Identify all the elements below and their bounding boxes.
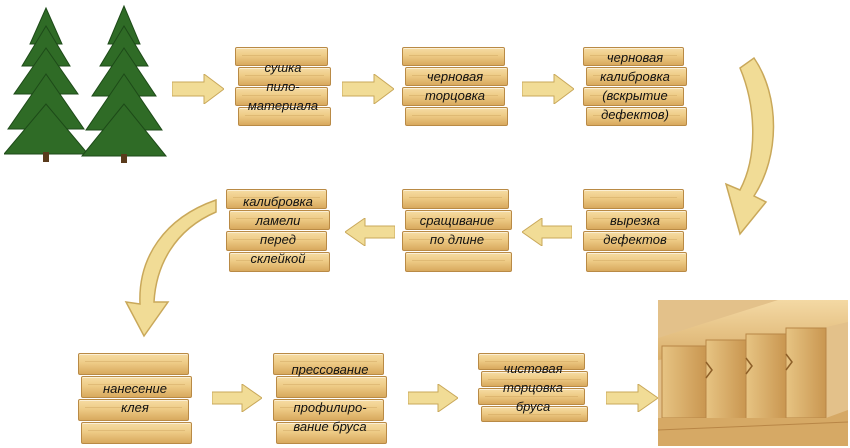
wood-plank: [405, 210, 512, 230]
wood-plank: [235, 87, 328, 106]
wood-plank: [229, 252, 330, 272]
wood-plank: [235, 47, 328, 66]
step-label-line: прессование: [291, 362, 369, 377]
wood-plank: [273, 353, 384, 375]
wood-plank: [402, 47, 505, 66]
wood-plank: [238, 67, 331, 86]
wood-plank: [481, 370, 588, 387]
arrow-right-2: [342, 74, 394, 104]
step-label-line: по длине: [429, 232, 485, 247]
step-label-line: склейкой: [250, 251, 306, 266]
step-label-line: ламели: [255, 213, 301, 228]
step-rough-trimming: черновая торцовка: [402, 46, 508, 126]
wood-plank: [81, 376, 192, 398]
glued-timber-photo: [658, 300, 848, 446]
step-label: черновая торцовка: [402, 67, 508, 105]
step-label: вырезка дефектов: [583, 211, 687, 249]
step-label: сушка пило-материала: [235, 58, 331, 115]
wood-plank: [586, 67, 687, 86]
curved-arrow-down-right: [724, 56, 775, 236]
step-label-line: вырезка: [609, 213, 661, 228]
wood-plank: [78, 353, 189, 375]
step-label: прессование профилиро-вание бруса: [273, 360, 387, 436]
wood-plank: [402, 231, 509, 251]
step-label: сращивание по длине: [402, 211, 512, 249]
wood-plank: [481, 405, 588, 422]
wood-plank: [405, 107, 508, 126]
step-label-line: клея: [121, 400, 149, 415]
wood-plank: [478, 388, 585, 405]
step-label-line: материала: [247, 97, 319, 113]
step-label-line: нанесение: [103, 381, 167, 396]
wood-plank: [583, 189, 684, 209]
step-length-splicing: сращивание по длине: [402, 188, 512, 272]
wood-plank: [276, 422, 387, 444]
step-rough-calibration: черновая калибровка (вскрытие дефектов): [583, 46, 687, 126]
wood-plank: [276, 376, 387, 398]
wood-plank: [273, 399, 384, 421]
spruce-trees-icon: [4, 4, 168, 163]
wood-plank: [586, 107, 687, 126]
step-label: калибровка ламели перед склейкой: [226, 192, 330, 268]
wood-plank: [583, 231, 684, 251]
wood-plank: [586, 252, 687, 272]
wood-plank: [226, 231, 327, 251]
arrow-left-1: [522, 218, 572, 246]
arrow-right-6: [606, 384, 658, 412]
arrow-right-4: [212, 384, 262, 412]
step-label-line: бруса: [515, 398, 551, 414]
wood-plank: [583, 47, 684, 66]
wood-plank: [478, 353, 585, 370]
wood-plank: [405, 67, 508, 86]
step-label-line: дефектов: [603, 232, 667, 247]
wood-plank: [78, 399, 189, 421]
step-label: черновая калибровка (вскрытие дефектов): [583, 48, 687, 124]
step-label-line: черновая: [606, 50, 664, 65]
step-label-line: торцовка: [425, 88, 485, 103]
arrow-right-5: [408, 384, 458, 412]
arrow-left-2: [345, 218, 395, 246]
step-label-line: сушка: [264, 59, 302, 75]
step-label-line: черновая: [426, 69, 484, 84]
wood-plank: [586, 210, 687, 230]
step-label-line: сращивание: [419, 213, 495, 228]
step-label-line: пило-: [266, 78, 300, 94]
step-glue-application: нанесение клея: [78, 352, 192, 444]
wood-plank: [402, 87, 505, 106]
wood-plank: [81, 422, 192, 444]
step-drying: сушка пило-материала: [235, 46, 331, 126]
step-lamella-calibration: калибровка ламели перед склейкой: [226, 188, 330, 272]
step-label-line: (вскрытие: [602, 88, 668, 103]
step-label-line: торцовка: [503, 379, 563, 395]
step-label-line: профилиро-: [293, 400, 367, 415]
wood-plank: [405, 252, 512, 272]
step-final-trimming: чистовая торцовка бруса: [478, 352, 588, 422]
arrow-right-1: [172, 74, 224, 104]
step-label-line: [273, 379, 387, 398]
wood-plank: [238, 107, 331, 126]
curved-arrow-down-left: [124, 198, 217, 338]
wood-plank: [229, 210, 330, 230]
step-label-line: вание бруса: [293, 419, 367, 434]
step-label-line: калибровка: [243, 194, 313, 209]
arrow-right-3: [522, 74, 574, 104]
step-label-line: чистовая: [503, 360, 563, 376]
step-label-line: перед: [260, 232, 296, 247]
step-label: нанесение клея: [78, 379, 192, 417]
step-label-line: дефектов): [601, 107, 669, 122]
wood-plank: [226, 189, 327, 209]
step-pressing-profiling: прессование профилиро-вание бруса: [273, 352, 387, 444]
step-label-line: калибровка: [600, 69, 670, 84]
step-defect-cutting: вырезка дефектов: [583, 188, 687, 272]
wood-plank: [402, 189, 509, 209]
wood-plank: [583, 87, 684, 106]
step-label: чистовая торцовка бруса: [478, 359, 588, 416]
